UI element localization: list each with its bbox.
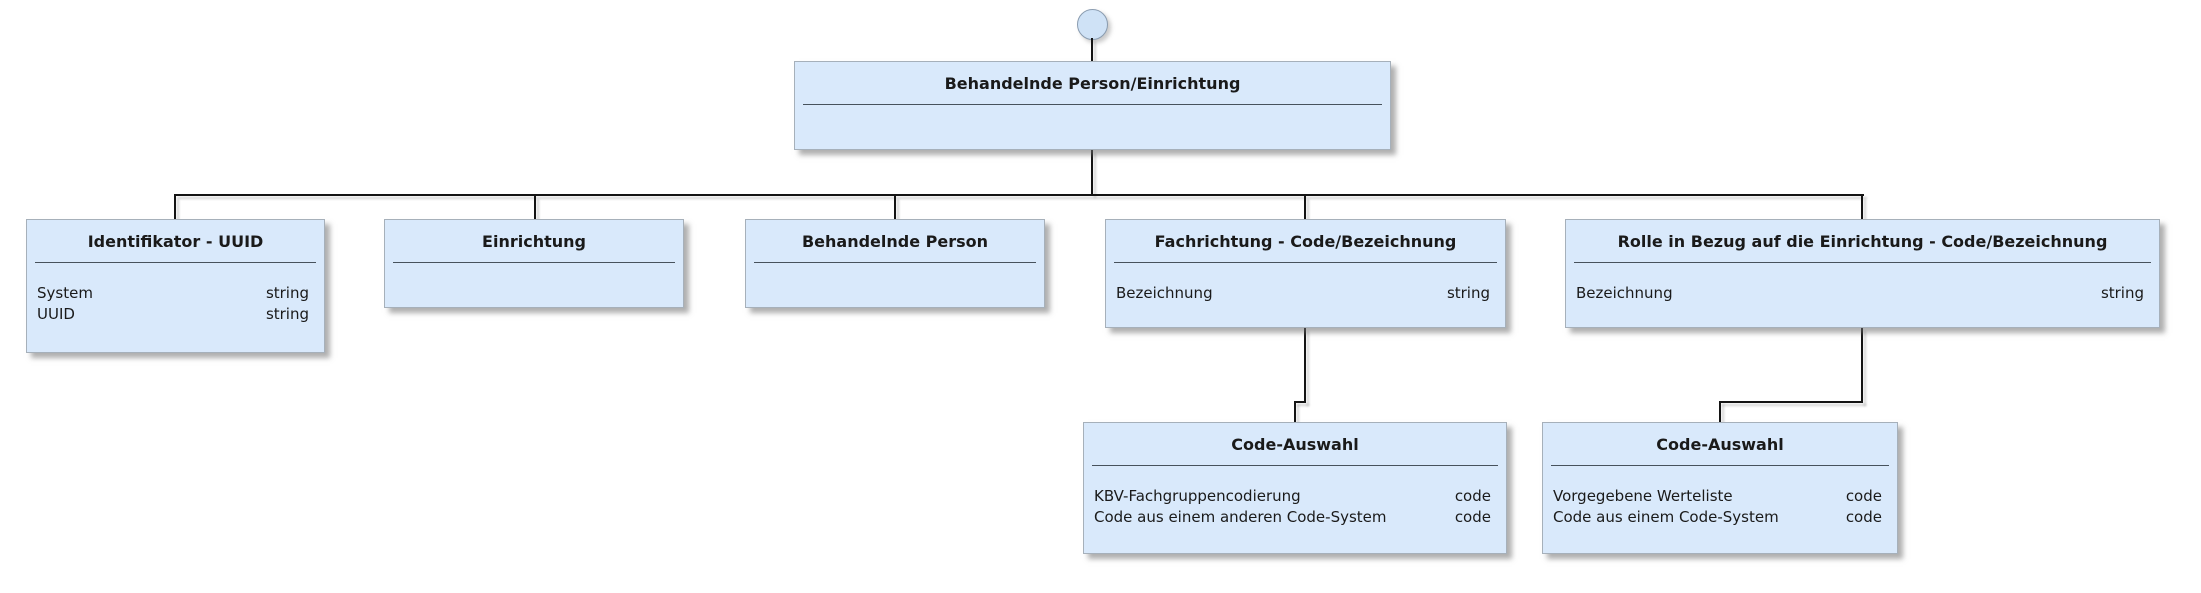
node-einrichtung[interactable]: Einrichtung bbox=[384, 219, 684, 308]
start-circle-icon bbox=[1077, 9, 1108, 40]
field-type: string bbox=[1446, 284, 1490, 302]
node-body: KBV-Fachgruppencodierung code Code aus e… bbox=[1084, 466, 1506, 528]
connector-fachrichtung-code-h bbox=[1294, 401, 1306, 403]
node-title: Fachrichtung - Code/Bezeichnung bbox=[1154, 231, 1457, 251]
node-rolle-in-bezug-auf-die-einrichtung[interactable]: Rolle in Bezug auf die Einrichtung - Cod… bbox=[1565, 219, 2160, 328]
node-title: Rolle in Bezug auf die Einrichtung - Cod… bbox=[1617, 231, 2108, 251]
node-title: Identifikator - UUID bbox=[87, 231, 264, 251]
connector-circle-to-root bbox=[1091, 38, 1093, 61]
connector-rolle-code-v1 bbox=[1861, 328, 1863, 403]
node-title: Behandelnde Person/Einrichtung bbox=[944, 73, 1241, 93]
connector-rolle-code-v2 bbox=[1719, 401, 1721, 422]
title-separator bbox=[1092, 465, 1498, 466]
field-row: Bezeichnung string bbox=[1116, 283, 1490, 304]
node-fachrichtung-code-bezeichnung[interactable]: Fachrichtung - Code/Bezeichnung Bezeichn… bbox=[1105, 219, 1506, 328]
connector-drop-fachrichtung bbox=[1304, 196, 1306, 219]
field-name: System bbox=[37, 284, 93, 302]
title-separator bbox=[803, 104, 1382, 105]
field-row: Code aus einem anderen Code-System code bbox=[1094, 507, 1491, 528]
field-type: code bbox=[1845, 508, 1882, 526]
connector-bus bbox=[174, 194, 1864, 196]
field-name: Code aus einem anderen Code-System bbox=[1094, 508, 1387, 526]
field-row: System string bbox=[37, 283, 309, 304]
node-title: Code-Auswahl bbox=[1231, 434, 1359, 454]
field-name: Bezeichnung bbox=[1576, 284, 1673, 302]
title-separator bbox=[1574, 262, 2151, 263]
connector-fachrichtung-code-v2 bbox=[1294, 401, 1296, 422]
node-body: Bezeichnung string bbox=[1106, 263, 1505, 304]
connector-root-to-bus bbox=[1091, 150, 1093, 195]
node-body: Bezeichnung string bbox=[1566, 263, 2159, 304]
connector-drop-rolle bbox=[1861, 196, 1863, 219]
node-body bbox=[795, 105, 1390, 125]
field-row: Bezeichnung string bbox=[1576, 283, 2144, 304]
connector-drop-einrichtung bbox=[534, 196, 536, 219]
node-code-auswahl-fachrichtung[interactable]: Code-Auswahl KBV-Fachgruppencodierung co… bbox=[1083, 422, 1507, 554]
field-name: Code aus einem Code-System bbox=[1553, 508, 1779, 526]
node-body: System string UUID string bbox=[27, 263, 324, 325]
connector-drop-behandelnde-person bbox=[894, 196, 896, 219]
title-separator bbox=[1114, 262, 1497, 263]
node-behandelnde-person[interactable]: Behandelnde Person bbox=[745, 219, 1045, 308]
field-name: KBV-Fachgruppencodierung bbox=[1094, 487, 1301, 505]
title-separator bbox=[1551, 465, 1889, 466]
field-row: Code aus einem Code-System code bbox=[1553, 507, 1882, 528]
connector-rolle-code-h bbox=[1719, 401, 1863, 403]
field-row: Vorgegebene Werteliste code bbox=[1553, 486, 1882, 507]
node-title: Einrichtung bbox=[482, 231, 586, 251]
field-type: code bbox=[1845, 487, 1882, 505]
field-type: string bbox=[265, 305, 309, 323]
node-body bbox=[385, 263, 683, 283]
field-row: UUID string bbox=[37, 304, 309, 325]
connector-drop-identifikator bbox=[174, 196, 176, 219]
connector-fachrichtung-code-v1 bbox=[1304, 328, 1306, 403]
node-body bbox=[746, 263, 1044, 283]
node-body: Vorgegebene Werteliste code Code aus ein… bbox=[1543, 466, 1897, 528]
title-separator bbox=[393, 262, 675, 263]
field-type: code bbox=[1454, 508, 1491, 526]
node-code-auswahl-rolle[interactable]: Code-Auswahl Vorgegebene Werteliste code… bbox=[1542, 422, 1898, 554]
field-name: UUID bbox=[37, 305, 75, 323]
field-name: Vorgegebene Werteliste bbox=[1553, 487, 1733, 505]
field-type: string bbox=[265, 284, 309, 302]
title-separator bbox=[35, 262, 316, 263]
field-type: string bbox=[2100, 284, 2144, 302]
node-identifikator-uuid[interactable]: Identifikator - UUID System string UUID … bbox=[26, 219, 325, 353]
field-row: KBV-Fachgruppencodierung code bbox=[1094, 486, 1491, 507]
node-behandelnde-person-einrichtung[interactable]: Behandelnde Person/Einrichtung bbox=[794, 61, 1391, 150]
field-name: Bezeichnung bbox=[1116, 284, 1213, 302]
field-type: code bbox=[1454, 487, 1491, 505]
node-title: Code-Auswahl bbox=[1656, 434, 1784, 454]
title-separator bbox=[754, 262, 1036, 263]
node-title: Behandelnde Person bbox=[801, 231, 989, 251]
